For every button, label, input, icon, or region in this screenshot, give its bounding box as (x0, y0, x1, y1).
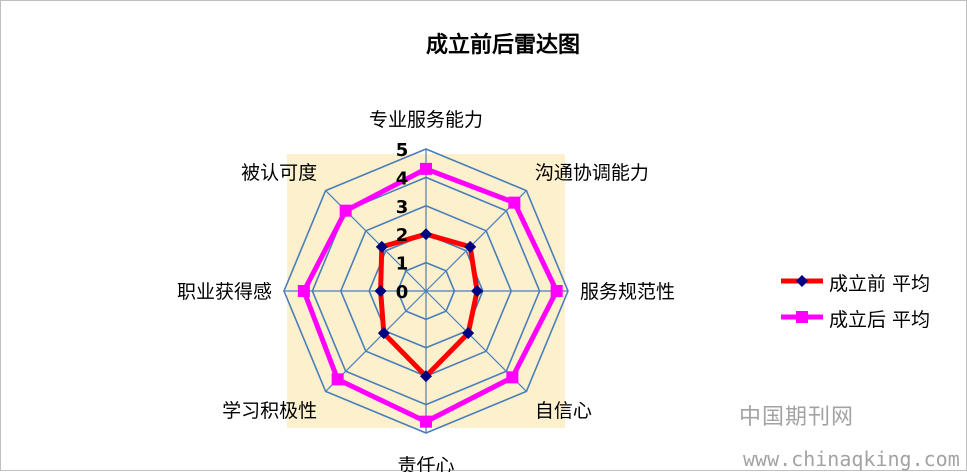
series-0-point-4 (420, 370, 432, 383)
series-1-point-2 (550, 285, 563, 297)
watermark-url: www.chinaqking.com (743, 447, 960, 471)
axis-label-4: 责任心 (397, 455, 454, 472)
legend-label-before: 成立前 平均 (829, 273, 931, 295)
tick-label-0: 0 (396, 282, 409, 303)
axis-label-0: 专业服务能力 (369, 109, 483, 131)
series-0-point-6 (374, 285, 387, 297)
legend-label-after: 成立后 平均 (829, 309, 931, 331)
series-0-point-1 (464, 240, 477, 253)
legend-swatch-before (781, 275, 823, 287)
series-0-point-7 (375, 240, 388, 253)
watermark-text: 中国期刊网 (739, 405, 855, 430)
axis-label-7: 被认可度 (241, 162, 317, 184)
axis-label-3: 自信心 (535, 400, 592, 422)
axis-label-2: 服务规范性 (580, 281, 675, 303)
axis-label-6: 职业获得感 (177, 281, 272, 303)
tick-label-1: 1 (396, 254, 409, 275)
series-layer (297, 162, 563, 428)
legend-marker-0 (796, 275, 808, 287)
series-1 (297, 162, 563, 428)
series-0-point-5 (377, 327, 390, 340)
series-1-point-0 (420, 162, 432, 175)
legend-swatch-after (781, 311, 823, 323)
radar-grid (283, 148, 569, 434)
series-1-point-4 (420, 415, 432, 428)
series-1-point-7 (339, 204, 352, 217)
series-1-point-5 (331, 373, 344, 386)
series-1-point-6 (297, 285, 310, 297)
axis-label-1: 沟通协调能力 (535, 162, 649, 184)
tick-label-2: 2 (396, 225, 409, 246)
chart-title: 成立前后雷达图 (425, 33, 580, 58)
tick-label-4: 4 (396, 168, 409, 189)
series-0 (374, 228, 484, 383)
legend-marker-1 (796, 311, 808, 323)
series-0-point-2 (471, 285, 484, 297)
series-0-point-3 (462, 327, 475, 340)
series-1-point-3 (506, 371, 519, 384)
tick-label-5: 5 (396, 140, 409, 161)
axis-label-5: 学习积极性 (222, 400, 317, 422)
tick-label-3: 3 (396, 197, 409, 218)
series-0-point-0 (420, 228, 432, 241)
series-1-point-1 (508, 196, 521, 209)
